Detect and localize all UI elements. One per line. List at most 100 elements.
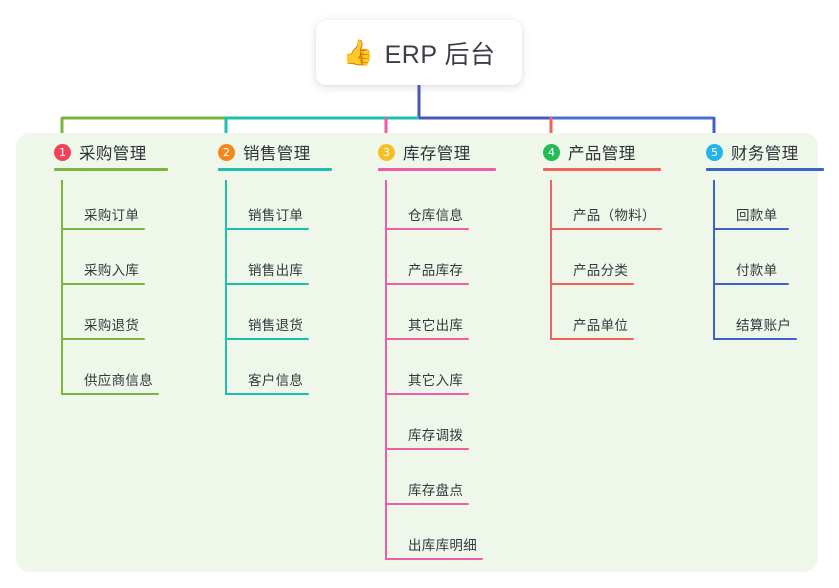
branch-item[interactable]: 库存盘点 [356, 455, 471, 510]
branch-header-3[interactable]: 3 库存管理 [356, 133, 496, 171]
branch-item-label: 采购订单 [84, 208, 140, 223]
branch-item[interactable]: 其它出库 [356, 290, 471, 345]
branch-item-underline [61, 228, 145, 230]
branch-number-badge: 5 [706, 143, 723, 161]
branch-item-underline [385, 558, 483, 560]
branch-item-underline [385, 393, 469, 395]
branch-underline [706, 168, 824, 171]
branch-item-underline [713, 338, 797, 340]
branch-item-label: 产品单位 [573, 318, 629, 333]
branch-item-underline [61, 338, 145, 340]
branch-item[interactable]: 付款单 [684, 235, 799, 290]
branch-item[interactable]: 结算账户 [684, 290, 799, 345]
branch-item-list: 销售订单销售出库销售退货客户信息 [196, 180, 311, 400]
branch-item-underline [225, 338, 309, 340]
branch-item-label: 产品分类 [573, 263, 629, 278]
branch-item[interactable]: 其它入库 [356, 345, 471, 400]
branch-item-underline [385, 228, 469, 230]
branch-item-underline [61, 283, 145, 285]
branch-item-underline [61, 393, 159, 395]
branch-item-label: 客户信息 [248, 373, 304, 388]
branch-item-label: 结算账户 [736, 318, 792, 333]
branch-item-label: 回款单 [736, 208, 778, 223]
root-node[interactable]: 👍 ERP 后台 [316, 20, 522, 85]
branch-item-label: 库存调拨 [408, 428, 464, 443]
branch-item[interactable]: 采购退货 [32, 290, 147, 345]
branch-item[interactable]: 采购入库 [32, 235, 147, 290]
branch-item-list: 仓库信息产品库存其它出库其它入库库存调拨库存盘点出库库明细 [356, 180, 483, 565]
branch-item[interactable]: 产品库存 [356, 235, 471, 290]
branch-column-1: 1 采购管理采购订单采购入库采购退货供应商信息 [32, 133, 168, 400]
branch-spine [713, 180, 715, 340]
branch-item[interactable]: 库存调拨 [356, 400, 471, 455]
thumbs-up-icon: 👍 [342, 38, 374, 67]
branch-item-list: 回款单付款单结算账户 [684, 180, 799, 345]
branch-item[interactable]: 出库库明细 [356, 510, 483, 565]
branch-item-underline [385, 338, 469, 340]
branch-item-label: 销售出库 [248, 263, 304, 278]
branch-item-label: 其它出库 [408, 318, 464, 333]
branch-item[interactable]: 销售出库 [196, 235, 311, 290]
branch-item-underline [713, 228, 789, 230]
branch-item-list: 采购订单采购入库采购退货供应商信息 [32, 180, 159, 400]
branch-item-list: 产品（物料） 产品分类产品单位 [521, 180, 662, 345]
branches-panel [16, 133, 818, 572]
branch-item-underline [225, 228, 309, 230]
branch-item-underline [550, 338, 634, 340]
branch-item-label: 产品库存 [408, 263, 464, 278]
branch-item-label: 其它入库 [408, 373, 464, 388]
branch-item-underline [713, 283, 789, 285]
branch-item-label: 仓库信息 [408, 208, 464, 223]
branch-title: 采购管理 [79, 145, 147, 163]
branch-title: 财务管理 [731, 145, 799, 163]
branch-item-label: 出库库明细 [408, 538, 477, 553]
branch-header-1[interactable]: 1 采购管理 [32, 133, 168, 171]
branch-item-label: 产品（物料） [573, 208, 656, 223]
branch-underline [543, 168, 661, 171]
branch-item[interactable]: 仓库信息 [356, 180, 471, 235]
branch-spine [385, 180, 387, 560]
branch-item-label: 销售订单 [248, 208, 304, 223]
branch-item-label: 付款单 [736, 263, 778, 278]
branch-item-label: 库存盘点 [408, 483, 464, 498]
branch-title: 库存管理 [403, 145, 471, 163]
branch-item[interactable]: 产品分类 [521, 235, 636, 290]
branch-item-underline [225, 393, 309, 395]
branch-item-underline [385, 283, 469, 285]
branch-item[interactable]: 客户信息 [196, 345, 311, 400]
branch-item-underline [550, 228, 662, 230]
branch-item-underline [225, 283, 309, 285]
branch-item[interactable]: 供应商信息 [32, 345, 159, 400]
branch-item-underline [385, 503, 469, 505]
root-title: ERP 后台 [384, 40, 496, 69]
branch-number-badge: 1 [54, 143, 71, 161]
branch-item[interactable]: 回款单 [684, 180, 799, 235]
branch-column-5: 5 财务管理回款单付款单结算账户 [684, 133, 824, 345]
branch-underline [54, 168, 168, 171]
branch-item[interactable]: 产品单位 [521, 290, 636, 345]
branch-number-badge: 4 [543, 143, 560, 161]
branch-spine [550, 180, 552, 340]
branch-item[interactable]: 采购订单 [32, 180, 147, 235]
branch-number-badge: 2 [218, 143, 235, 161]
branch-item-underline [385, 448, 469, 450]
branch-item-label: 销售退货 [248, 318, 304, 333]
branch-item-label: 采购入库 [84, 263, 140, 278]
branch-number-badge: 3 [378, 143, 395, 161]
branch-spine [225, 180, 227, 395]
branch-item[interactable]: 产品（物料） [521, 180, 662, 235]
branch-spine [61, 180, 63, 395]
branch-column-3: 3 库存管理仓库信息产品库存其它出库其它入库库存调拨库存盘点出库库明细 [356, 133, 496, 565]
branch-underline [218, 168, 332, 171]
branch-item[interactable]: 销售退货 [196, 290, 311, 345]
branch-item-label: 供应商信息 [84, 373, 153, 388]
branch-item-label: 采购退货 [84, 318, 140, 333]
branch-item[interactable]: 销售订单 [196, 180, 311, 235]
branch-header-5[interactable]: 5 财务管理 [684, 133, 824, 171]
branch-underline [378, 168, 496, 171]
